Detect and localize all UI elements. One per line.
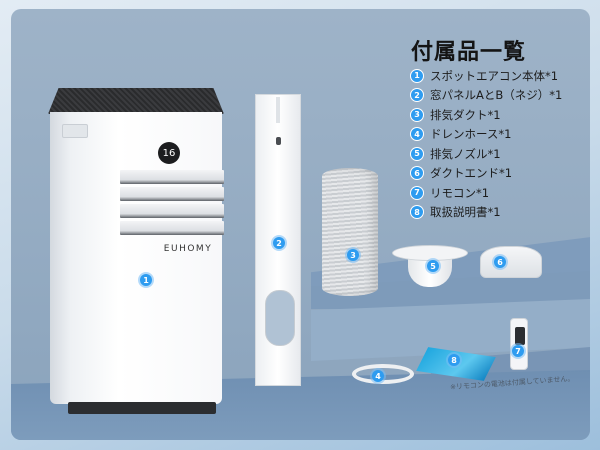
- list-item: 5 排気ノズル*1: [411, 144, 562, 164]
- badge-4-icon: 4: [372, 370, 384, 382]
- panel-hole: [265, 290, 295, 346]
- remote-control: [510, 318, 528, 370]
- handle: [62, 124, 88, 138]
- item-label: スポットエアコン本体*1: [430, 68, 559, 83]
- list-item: 8 取扱説明書*1: [411, 203, 562, 223]
- badge-5-icon: 5: [427, 260, 439, 272]
- list-item: 3 排気ダクト*1: [411, 105, 562, 125]
- vent-louver: [120, 170, 224, 184]
- list-item: 6 ダクトエンド*1: [411, 164, 562, 184]
- panel-slot: [276, 97, 280, 123]
- exhaust-nozzle: [392, 245, 468, 289]
- item-label: 取扱説明書*1: [430, 205, 501, 220]
- item-label: 排気ノズル*1: [430, 146, 501, 161]
- drain-hose: [352, 364, 414, 384]
- ac-body: 16 EUHOMY: [50, 112, 224, 404]
- caster-wheels: [68, 402, 216, 414]
- vent-louver: [120, 204, 224, 218]
- badge-3-icon: 3: [347, 249, 359, 261]
- badge-7-icon: 7: [512, 345, 524, 357]
- item-label: 排気ダクト*1: [430, 107, 501, 122]
- list-item: 7 リモコン*1: [411, 183, 562, 203]
- duct-end: [480, 246, 542, 278]
- number-badge-icon: 5: [411, 147, 423, 160]
- brand-logo: EUHOMY: [163, 244, 213, 254]
- control-panel-top: [48, 88, 224, 114]
- vent-louver: [120, 221, 224, 235]
- list-item: 2 窓パネルAとB（ネジ）*1: [411, 86, 562, 106]
- remote-keypad: [515, 327, 525, 345]
- item-label: ドレンホース*1: [430, 127, 512, 142]
- item-label: リモコン*1: [430, 185, 490, 200]
- number-badge-icon: 4: [411, 128, 423, 141]
- number-badge-icon: 3: [411, 108, 423, 121]
- number-badge-icon: 8: [411, 206, 423, 219]
- air-vents: [120, 170, 224, 238]
- list-item: 4 ドレンホース*1: [411, 125, 562, 145]
- number-badge-icon: 6: [411, 167, 423, 180]
- temperature-display: 16: [158, 142, 180, 164]
- window-panel: [255, 94, 301, 386]
- exhaust-duct: [322, 168, 378, 296]
- badge-2-icon: 2: [273, 237, 285, 249]
- nozzle-rim: [392, 245, 468, 261]
- number-badge-icon: 2: [411, 89, 423, 102]
- number-badge-icon: 1: [411, 69, 423, 82]
- screw-icon: [276, 137, 281, 145]
- number-badge-icon: 7: [411, 186, 423, 199]
- vent-louver: [120, 187, 224, 201]
- item-label: 窓パネルAとB（ネジ）*1: [430, 88, 563, 103]
- badge-8-icon: 8: [448, 354, 460, 366]
- item-label: ダクトエンド*1: [430, 166, 513, 181]
- page-title: 付属品一覧: [411, 40, 527, 65]
- list-item: 1 スポットエアコン本体*1: [411, 66, 562, 86]
- air-conditioner-unit: 16 EUHOMY: [48, 88, 224, 418]
- badge-6-icon: 6: [494, 256, 506, 268]
- badge-1-icon: 1: [140, 274, 152, 286]
